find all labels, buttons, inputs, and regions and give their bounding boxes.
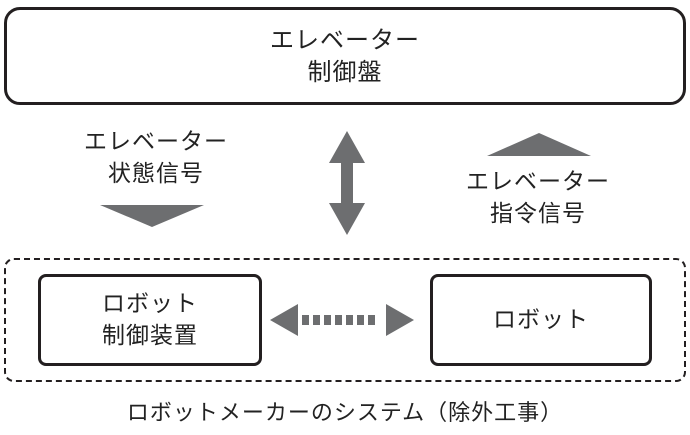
dash-segment bbox=[324, 315, 331, 325]
dash-segment bbox=[368, 315, 375, 325]
system-caption: ロボットメーカーのシステム（除外工事） bbox=[126, 401, 564, 426]
status-signal-line2: 状態信号 bbox=[108, 161, 204, 187]
command-signal-line2: 指令信号 bbox=[490, 201, 586, 227]
dash-segment bbox=[335, 315, 342, 325]
elevator-command-signal-label: エレベーター 指令信号 bbox=[448, 166, 628, 230]
robot-communication-arrow bbox=[270, 304, 414, 336]
robot-controller-line1: ロボット bbox=[102, 291, 198, 317]
robot-controller-line2: 制御装置 bbox=[102, 323, 198, 349]
vertical-bidirectional-arrow bbox=[329, 131, 365, 235]
robot-box: ロボット bbox=[430, 274, 652, 366]
dash-segment bbox=[302, 315, 309, 325]
robot-label: ロボット bbox=[493, 307, 589, 333]
left-arrowhead bbox=[270, 304, 298, 336]
elevator-status-signal-label: エレベーター 状態信号 bbox=[66, 126, 246, 190]
dash-segment bbox=[346, 315, 353, 325]
command-signal-line1: エレベーター bbox=[466, 169, 610, 195]
command-signal-up-arrow bbox=[487, 133, 591, 156]
robot-maker-system-boundary bbox=[4, 258, 686, 382]
elevator-control-panel-box: エレベーター 制御盤 bbox=[4, 7, 686, 105]
right-arrowhead bbox=[386, 304, 414, 336]
status-signal-line1: エレベーター bbox=[84, 129, 228, 155]
status-signal-down-arrow bbox=[100, 205, 204, 227]
robot-controller-box: ロボット 制御装置 bbox=[38, 274, 262, 366]
dash-segment bbox=[357, 315, 364, 325]
elevator-control-panel-line1: エレベーター bbox=[270, 26, 420, 54]
elevator-control-panel-line2: 制御盤 bbox=[307, 58, 383, 86]
dash-segment bbox=[313, 315, 320, 325]
